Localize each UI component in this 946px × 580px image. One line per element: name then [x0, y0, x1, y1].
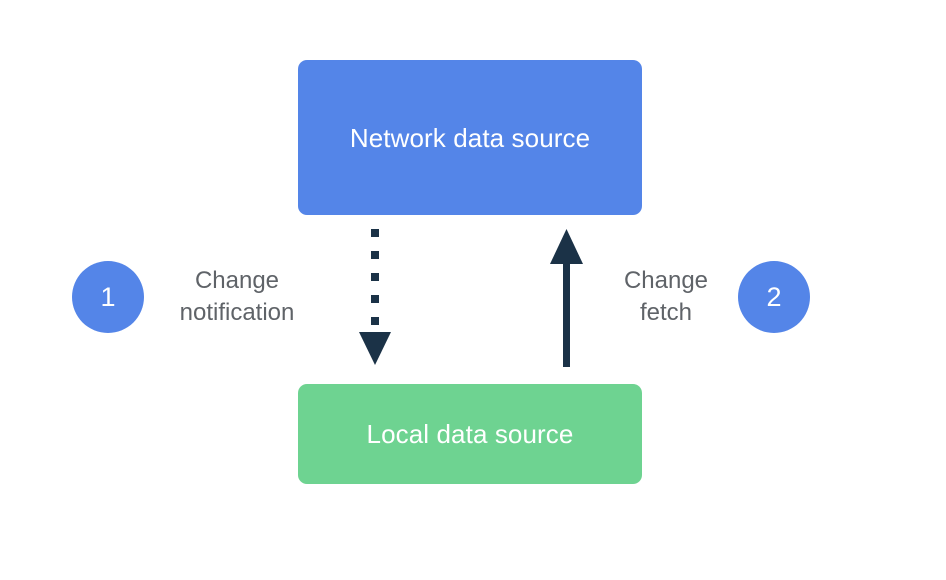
node-local-data-source: Local data source: [298, 384, 642, 484]
step-caption-change-notification: Change notification: [179, 267, 295, 326]
step-badge-1: 1: [72, 261, 144, 333]
node-local-data-source-label: Local data source: [366, 419, 574, 449]
node-network-data-source: Network data source: [298, 60, 642, 215]
dotted-down-arrow-icon: [359, 229, 391, 365]
solid-up-arrow-icon: [550, 229, 583, 367]
node-network-data-source-label: Network data source: [349, 122, 591, 153]
step-caption-change-fetch: Change fetch: [623, 267, 709, 326]
step-badge-2: 2: [738, 261, 810, 333]
